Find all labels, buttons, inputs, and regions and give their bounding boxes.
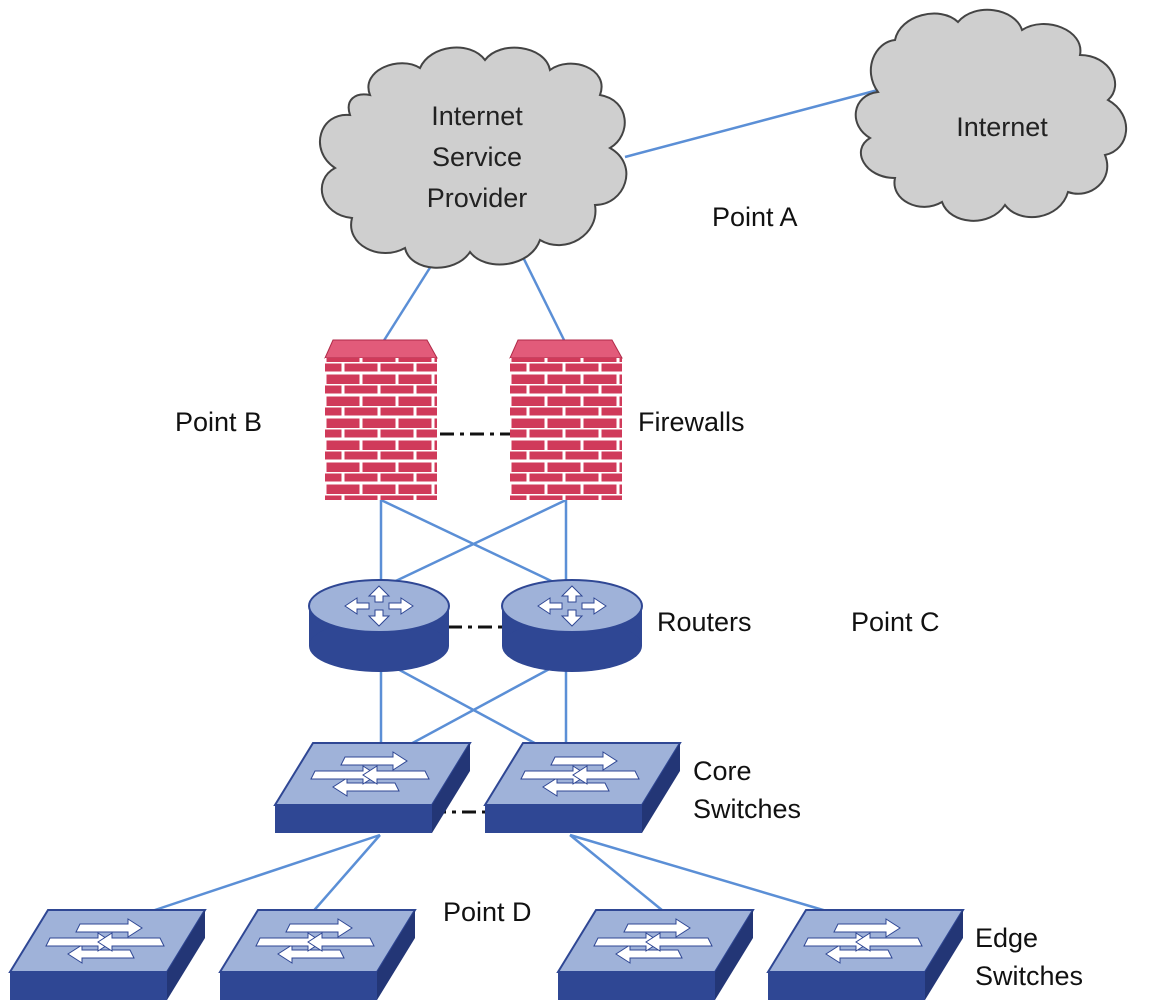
isp-cloud-label-line3: Provider xyxy=(427,183,528,213)
link-isp-firewall-left xyxy=(381,254,440,343)
isp-cloud-icon: Internet Service Provider xyxy=(319,46,628,269)
link-isp-internet xyxy=(624,88,879,159)
label-point-a: Point A xyxy=(712,202,798,232)
isp-cloud-label-line2: Service xyxy=(432,142,522,172)
internet-cloud-label: Internet xyxy=(956,112,1048,142)
label-routers: Routers xyxy=(657,607,752,637)
router-left-icon xyxy=(308,579,450,673)
edge-switch-3-icon xyxy=(557,909,754,1001)
label-point-c: Point C xyxy=(851,607,940,637)
link-core-right-edge-4 xyxy=(569,833,841,917)
label-firewalls: Firewalls xyxy=(638,407,745,437)
link-core-left-edge-1 xyxy=(139,833,381,917)
internet-cloud-icon: Internet xyxy=(854,8,1127,222)
firewall-right-icon xyxy=(509,339,623,500)
firewall-left-icon xyxy=(324,339,438,500)
router-right-icon xyxy=(501,579,643,673)
edge-switch-4-icon xyxy=(767,909,964,1001)
label-point-d: Point D xyxy=(443,897,532,927)
label-edge-switches-line1: Edge xyxy=(975,923,1038,953)
link-core-right-edge-3 xyxy=(569,834,669,916)
label-edge-switches-line2: Switches xyxy=(975,961,1083,991)
edge-switch-1-icon xyxy=(9,909,206,1001)
label-point-b: Point B xyxy=(175,407,262,437)
isp-cloud-label-line1: Internet xyxy=(431,101,523,131)
label-core-switches-line2: Switches xyxy=(693,794,801,824)
label-core-switches-line1: Core xyxy=(693,756,752,786)
link-core-left-edge-2 xyxy=(309,834,381,916)
core-switch-left-icon xyxy=(274,742,471,834)
link-isp-firewall-right xyxy=(515,244,567,343)
core-switch-right-icon xyxy=(484,742,681,834)
link-fw-right-router-left xyxy=(380,498,567,590)
edge-switch-2-icon xyxy=(219,909,416,1001)
